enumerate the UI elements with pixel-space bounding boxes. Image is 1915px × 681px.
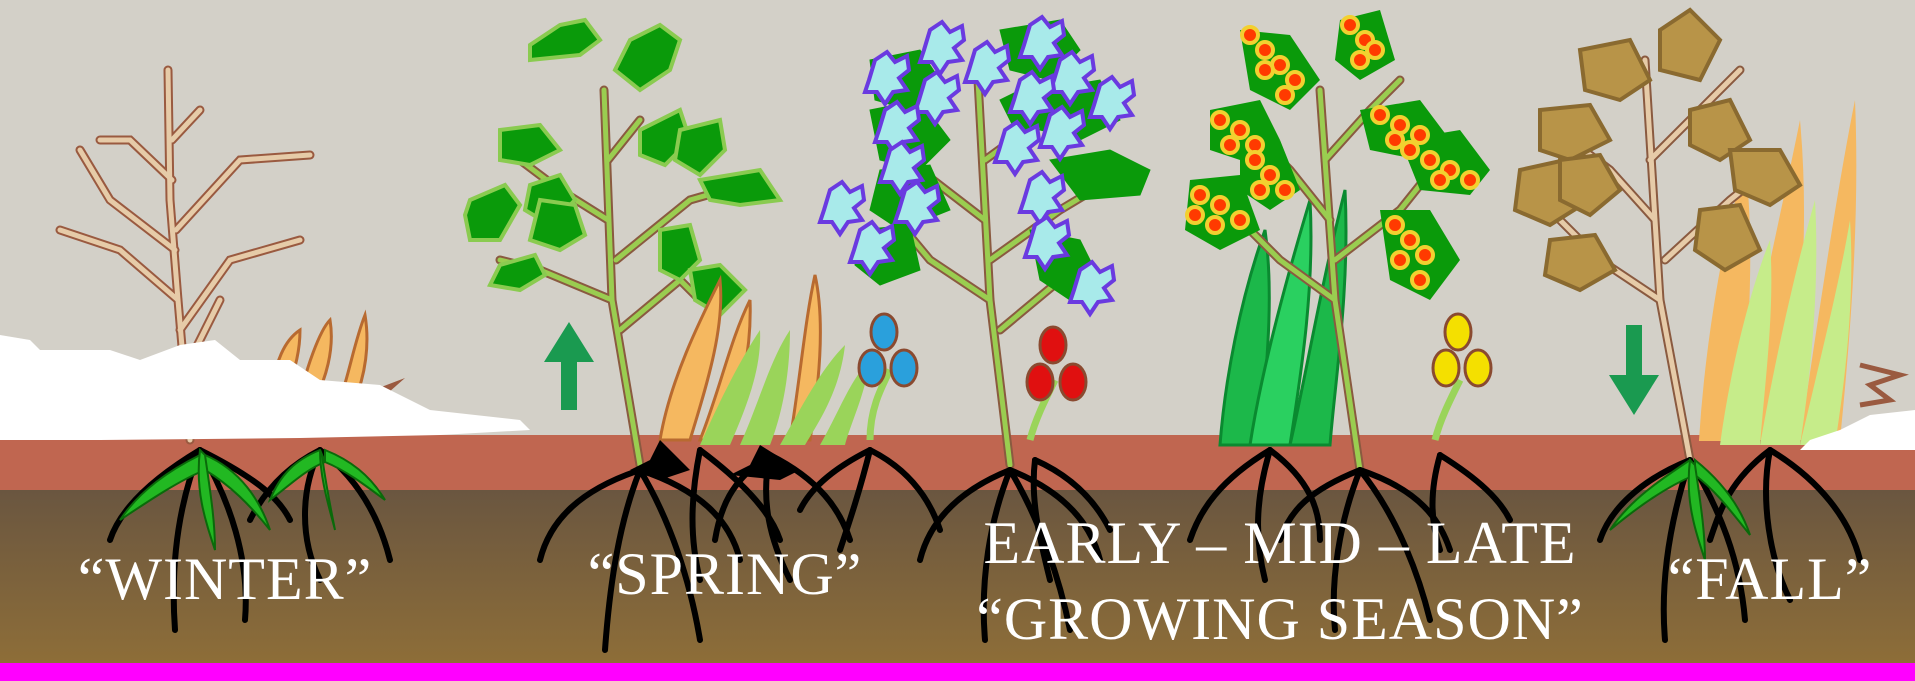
berry	[1232, 122, 1248, 138]
berry	[1462, 172, 1478, 188]
berry	[1262, 167, 1278, 183]
berry	[1252, 182, 1268, 198]
berry	[1412, 127, 1428, 143]
berry	[1257, 62, 1273, 78]
label-growing-line1: EARLY – MID – LATE	[920, 505, 1640, 581]
berry	[1352, 52, 1368, 68]
berry	[1232, 212, 1248, 228]
berry	[1277, 182, 1293, 198]
berry	[1342, 17, 1358, 33]
berry	[1257, 42, 1273, 58]
berry	[1417, 247, 1433, 263]
berry	[1287, 72, 1303, 88]
label-growing-line2: “GROWING SEASON”	[920, 581, 1640, 657]
berry	[1392, 252, 1408, 268]
label-spring: “SPRING”	[560, 540, 890, 609]
berry	[1187, 207, 1203, 223]
berry	[1192, 187, 1208, 203]
berry	[1367, 42, 1383, 58]
berry	[1242, 27, 1258, 43]
label-fall: “FALL”	[1620, 545, 1915, 614]
berry	[1372, 107, 1388, 123]
berry	[1387, 217, 1403, 233]
berry	[1277, 87, 1293, 103]
berry	[1222, 137, 1238, 153]
berry	[1207, 217, 1223, 233]
berry	[1412, 272, 1428, 288]
berry	[1387, 132, 1403, 148]
bottom-strip	[0, 663, 1915, 681]
berry	[1432, 172, 1448, 188]
label-growing-season: EARLY – MID – LATE “GROWING SEASON”	[920, 505, 1640, 657]
berry	[1247, 152, 1263, 168]
berry	[1212, 197, 1228, 213]
berry	[1402, 142, 1418, 158]
berry	[1422, 152, 1438, 168]
berry	[1402, 232, 1418, 248]
berry	[1212, 112, 1228, 128]
label-winter: “WINTER”	[60, 545, 390, 614]
